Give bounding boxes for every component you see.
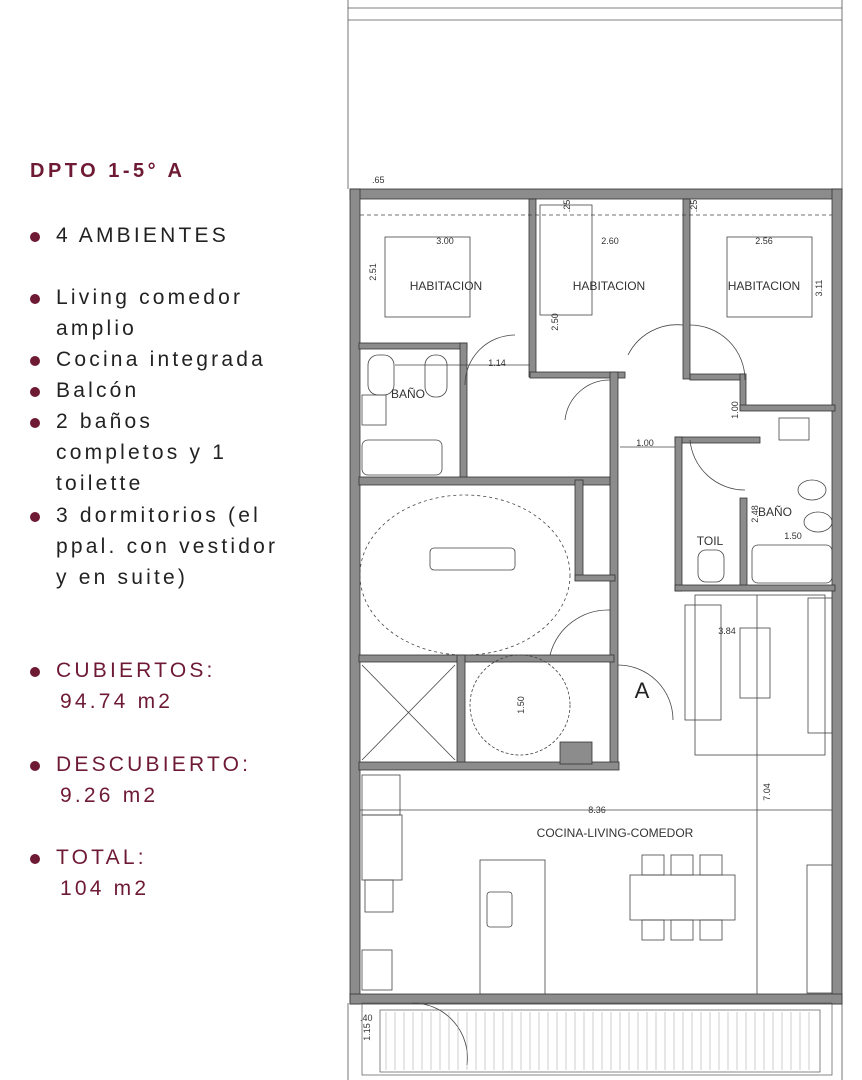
room-label-bedroom-3: HABITACION xyxy=(728,279,800,293)
dim-label: .25 xyxy=(689,200,699,213)
feature-text: Cocina integrada xyxy=(56,348,266,371)
feature-text: toilette xyxy=(56,472,144,495)
bullet-icon xyxy=(30,387,40,397)
room-label-bedroom-2: HABITACION xyxy=(573,279,645,293)
feature-text: ppal. con vestidor xyxy=(56,535,279,558)
dim-label: 2.60 xyxy=(601,236,619,246)
feature-text: completos y 1 xyxy=(56,441,228,464)
feature-text: Living comedor xyxy=(56,286,244,309)
dim-label: 7.04 xyxy=(762,783,772,801)
feature-text: 2 baños xyxy=(56,410,154,433)
dim-label: .25 xyxy=(562,200,572,213)
dim-label: 1.00 xyxy=(636,438,654,448)
bullet-icon xyxy=(30,512,40,522)
feature-text: amplio xyxy=(56,317,138,340)
bullet-icon xyxy=(30,667,40,677)
room-label-bedroom-1: HABITACION xyxy=(410,279,482,293)
dim-label: 2.50 xyxy=(550,313,560,331)
bullet-icon xyxy=(30,294,40,304)
dim-label: 1.50 xyxy=(784,531,802,541)
room-label-bath-2: BAÑO xyxy=(758,505,792,519)
area-value: 9.26 m2 xyxy=(60,784,159,807)
dim-label: 1.50 xyxy=(516,696,526,714)
dim-label: 3.11 xyxy=(814,280,824,297)
area-label: CUBIERTOS: xyxy=(56,659,216,682)
room-label-living: COCINA-LIVING-COMEDOR xyxy=(537,826,694,840)
room-label-bath-1: BAÑO xyxy=(391,387,425,401)
dim-label: 2.56 xyxy=(755,236,773,246)
area-label: TOTAL: xyxy=(56,846,147,869)
unit-label: A xyxy=(635,678,650,703)
dim-label: 8.36 xyxy=(588,805,606,815)
area-label: DESCUBIERTO: xyxy=(56,753,252,776)
feature-text: Balcón xyxy=(56,379,140,402)
dim-label: 1.15 xyxy=(362,1023,372,1041)
dim-label: 1.14 xyxy=(488,358,506,368)
feature-text: 4 AMBIENTES xyxy=(56,224,229,247)
feature-text: 3 dormitorios (el xyxy=(56,504,261,527)
lot-lines xyxy=(347,0,843,1080)
dim-label: 1.00 xyxy=(730,401,740,419)
fixtures xyxy=(359,204,833,1066)
bullet-icon xyxy=(30,232,40,242)
room-label-toilet: TOIL xyxy=(697,534,724,548)
bullet-icon xyxy=(30,761,40,771)
balcony xyxy=(361,1002,833,1076)
bullet-icon xyxy=(30,356,40,366)
dim-label: 3.84 xyxy=(718,626,736,636)
dim-label: 2.48 xyxy=(750,505,760,523)
bullet-icon xyxy=(30,854,40,864)
area-value: 104 m2 xyxy=(60,877,150,900)
feature-text: y en suite) xyxy=(56,566,189,589)
dim-label: 2.51 xyxy=(368,263,378,281)
dim-label: .65 xyxy=(372,175,385,185)
dim-label: .40 xyxy=(360,1013,373,1023)
area-value: 94.74 m2 xyxy=(60,690,174,713)
walls xyxy=(349,188,843,1005)
dim-label: 3.00 xyxy=(436,236,454,246)
bullet-icon xyxy=(30,418,40,428)
listing-title: DPTO 1-5° A xyxy=(30,160,186,182)
